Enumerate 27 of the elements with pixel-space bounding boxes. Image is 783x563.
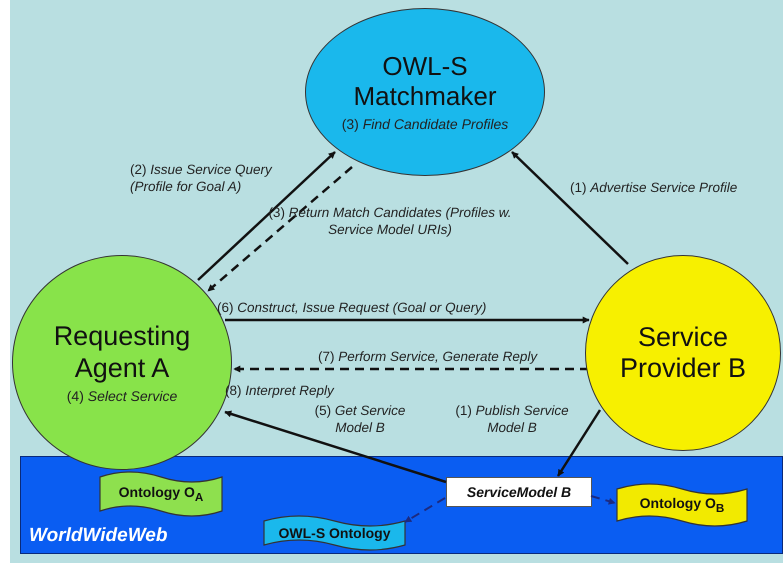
- arrow: [207, 166, 353, 292]
- arrow: [233, 366, 589, 372]
- node-label: Ontology O$_{A}$: [118, 484, 204, 504]
- arrow: [197, 151, 336, 281]
- edge-label: (7) Perform Service, Generate Reply: [318, 349, 539, 366]
- node-note: (4) Select Service: [66, 388, 178, 404]
- arrow: [590, 495, 616, 505]
- web-band: [20, 456, 783, 554]
- edge-label: (2) Issue Service Query (Profile for Goal A): [130, 162, 274, 196]
- arrow: [225, 316, 590, 324]
- arrow: [511, 151, 629, 265]
- edge-label: (1) Publish Service Model B: [454, 403, 570, 437]
- node-label: Ontology O$_{B}$: [640, 495, 724, 515]
- node-label: OWL-S Ontology: [278, 525, 390, 541]
- band-label: WorldWideWeb: [29, 525, 168, 547]
- arrow: [404, 497, 446, 523]
- node-title: Service Provider B: [618, 322, 748, 384]
- node-title: OWL-S Matchmaker: [352, 52, 498, 112]
- edge-label: (5) Get Service Model B: [314, 403, 406, 437]
- node-title: Requesting Agent A: [52, 321, 192, 384]
- edge-label: (3) Return Match Candidates (Profiles w. Service Model URIs): [267, 205, 513, 239]
- edge-label: (6) Construct, Issue Request (Goal or Query): [217, 300, 488, 317]
- arrow: [224, 410, 446, 484]
- node-note: (3) Find Candidate Profiles: [342, 116, 508, 132]
- edge-label: (1) Advertise Service Profile: [570, 180, 738, 197]
- document-box: ServiceModel B: [446, 477, 592, 507]
- arrow: [556, 409, 602, 477]
